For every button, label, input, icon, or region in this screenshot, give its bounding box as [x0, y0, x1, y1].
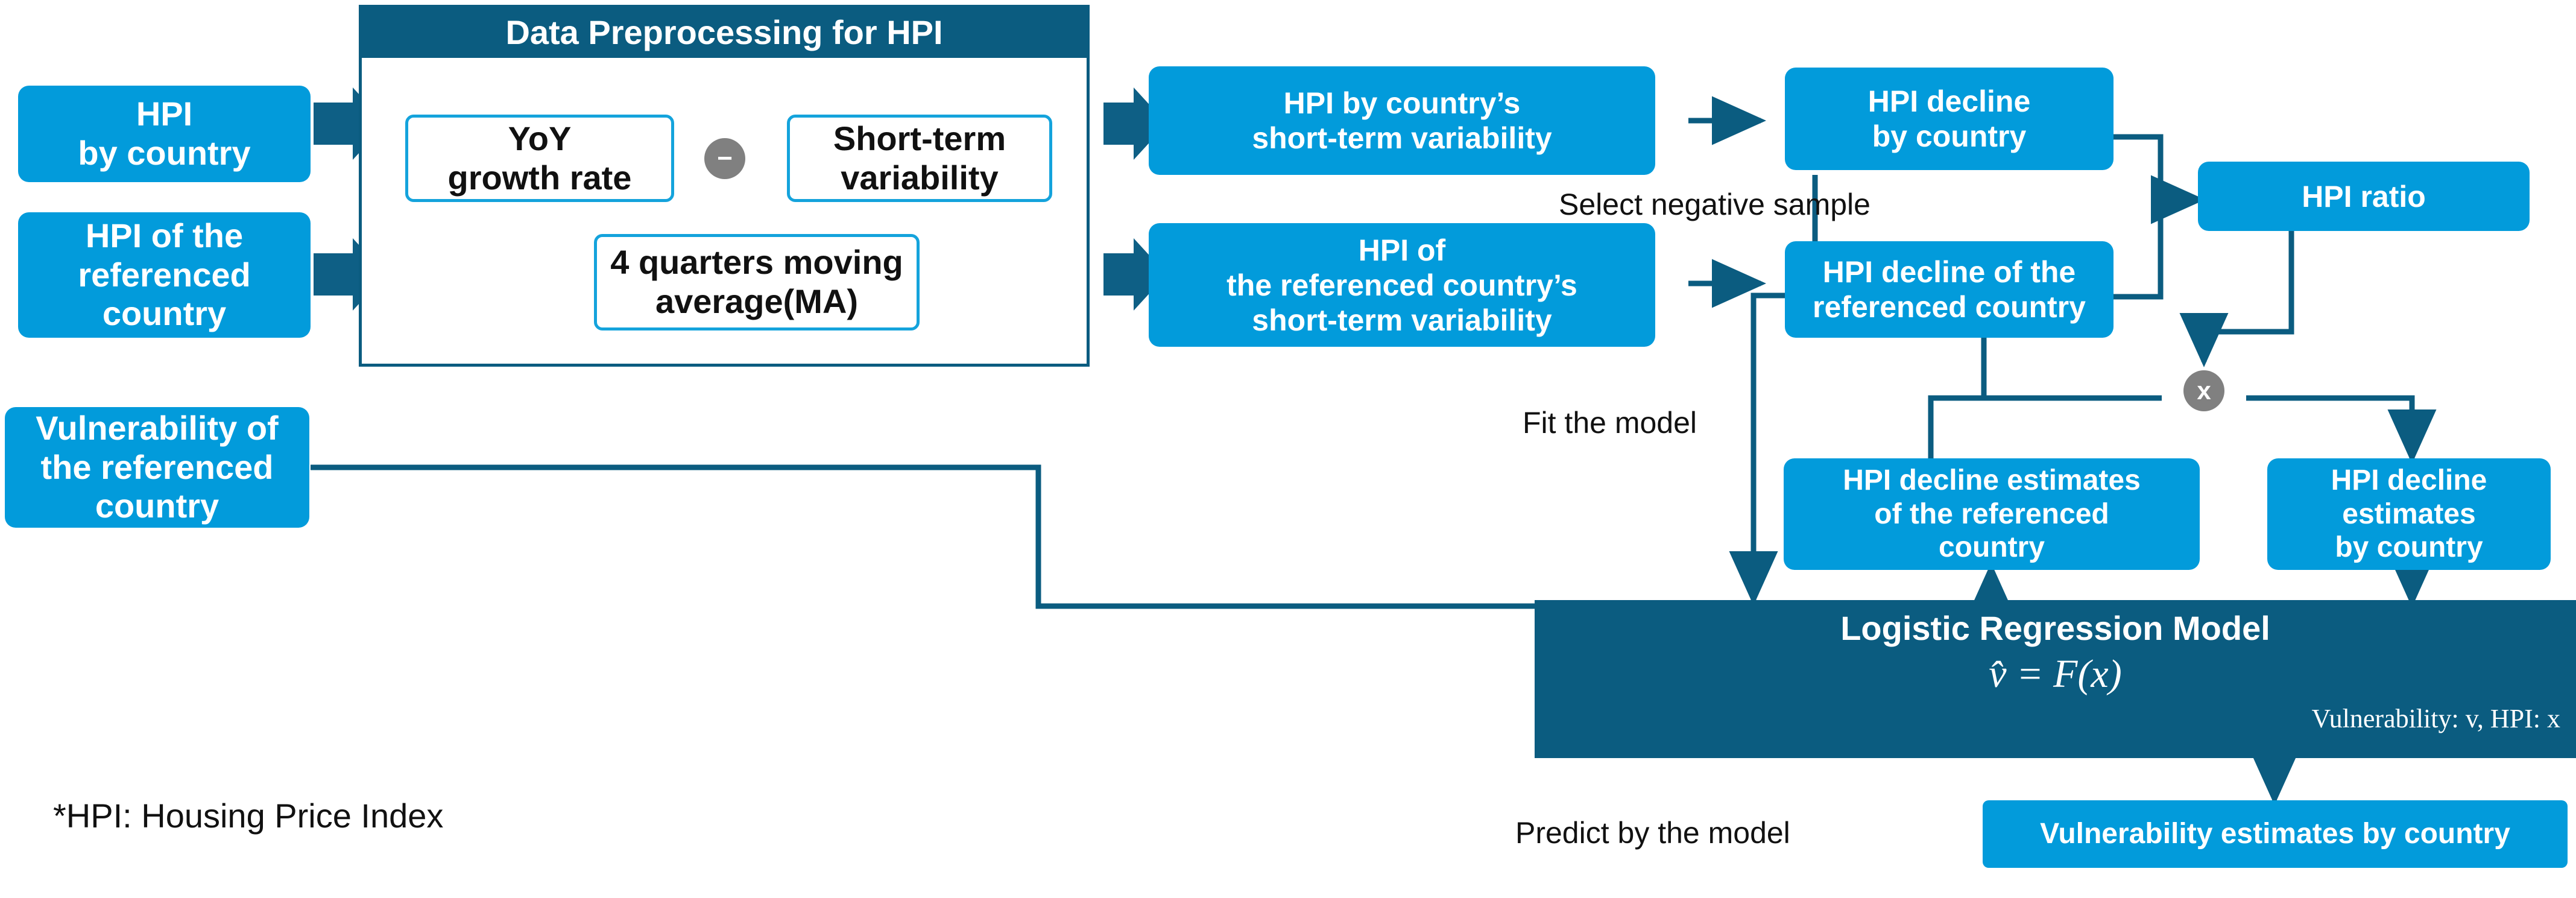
- node-vulnerability-estimates-by-country[interactable]: Vulnerability estimates by country: [1983, 800, 2568, 868]
- edge-label-fit-the-model: Fit the model: [1523, 406, 1697, 440]
- node-hpi-ratio[interactable]: HPI ratio: [2198, 162, 2530, 231]
- edge-fit-the-model: [1729, 175, 1818, 606]
- node-label: HPI ratio: [2302, 179, 2426, 213]
- edge-declines-to-hpi-ratio: [2113, 134, 2205, 300]
- edge-multiply-to-est-country: [2246, 395, 2437, 464]
- edge-vulnerability-to-model: [311, 464, 1535, 609]
- node-logistic-regression-model[interactable]: Logistic Regression Model v̂ = F(x) Vuln…: [1535, 600, 2576, 758]
- edge-label-select-negative-sample: Select negative sample: [1559, 188, 1870, 221]
- model-legend: Vulnerability: v, HPI: x: [2311, 704, 2560, 733]
- minus-symbol: −: [717, 144, 733, 173]
- panel-title-bar: Data Preprocessing for HPI: [362, 8, 1087, 58]
- minus-operator-icon: −: [704, 138, 745, 179]
- panel-title: Data Preprocessing for HPI: [505, 13, 943, 52]
- multiply-symbol: x: [2197, 376, 2211, 405]
- multiply-operator-icon: x: [2183, 370, 2224, 411]
- edge-decline-ref-to-estimates: [1928, 337, 2162, 458]
- edge-label-predict-by-the-model: Predict by the model: [1515, 816, 1790, 850]
- block-arrow-out-bottom: [1103, 238, 1167, 311]
- node-label: Vulnerability estimates by country: [2040, 818, 2510, 850]
- footnote-hpi-definition: *HPI: Housing Price Index: [53, 797, 444, 835]
- edge-hpi-ratio-to-multiply: [2179, 230, 2294, 367]
- model-title: Logistic Regression Model: [1840, 609, 2270, 647]
- block-arrow-out-top: [1103, 87, 1167, 160]
- model-formula: v̂ = F(x): [1989, 652, 2122, 696]
